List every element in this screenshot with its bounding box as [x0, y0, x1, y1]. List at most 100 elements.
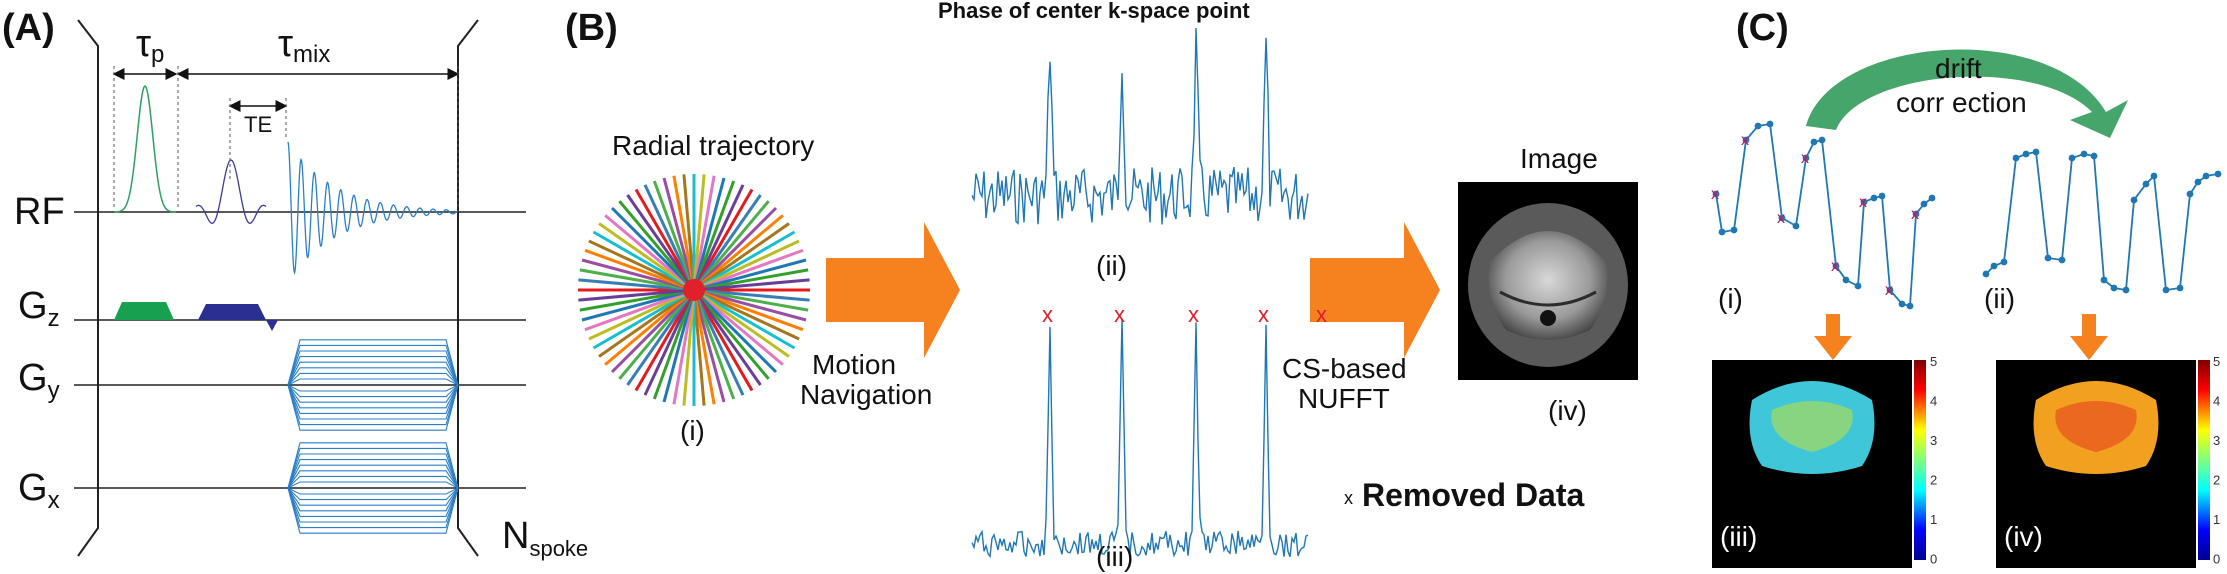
map-iii-cortex: [1771, 401, 1853, 452]
colorbar-iii-ticks: 5 4 3 2 1 0: [1930, 354, 1937, 567]
gx-label: Gx: [18, 467, 60, 514]
drift-removed-marker: x: [1777, 210, 1785, 227]
phase-title: Phase of center k-space point: [938, 0, 1250, 23]
right-bracket: [457, 19, 479, 557]
drift-points-after: [1982, 148, 2222, 294]
legend-marker: x: [1344, 488, 1353, 508]
drift-point: [1792, 222, 1800, 230]
drift-point: [1778, 214, 1786, 222]
te-label: TE: [244, 112, 272, 137]
drift-point: [2162, 286, 2170, 294]
drift-removed-marker: x: [1911, 206, 1919, 223]
removed-marker: x: [1114, 302, 1125, 327]
panel-a-label: (A): [2, 7, 55, 49]
drift-removed-marker: x: [1859, 194, 1867, 211]
drift-point: [2150, 172, 2158, 180]
colorbar-tick: 3: [2213, 433, 2220, 448]
drift-removed-marker: x: [1885, 282, 1893, 299]
colorbar-iii: [1914, 360, 1926, 560]
map-iv-cortex: [2055, 401, 2137, 452]
removed-marker: x: [1316, 302, 1327, 327]
colorbar-tick: 3: [1930, 433, 1937, 448]
drift-point: [1886, 286, 1894, 294]
removed-marker: x: [1042, 302, 1053, 327]
timing-guides: [113, 66, 459, 210]
fid-signal: [287, 141, 459, 276]
drift-points-before: [1712, 120, 1936, 310]
phase-trace-filtered: [971, 317, 1309, 559]
mri-brain: [1488, 231, 1608, 340]
image-label: Image: [1520, 143, 1598, 174]
drift-point: [1810, 138, 1818, 146]
mri-fold: [1499, 290, 1597, 307]
drift-point: [1712, 190, 1720, 198]
arrow2-line2: NUFFT: [1298, 383, 1390, 414]
trace-ii-label: (ii): [1096, 250, 1127, 281]
drift-trace-before: [1715, 122, 1933, 308]
tau-p-label: τp: [136, 23, 164, 68]
gx-gradient-table: [287, 442, 460, 534]
drift-point: [2202, 172, 2210, 180]
drift-line1: drift: [1935, 53, 1982, 84]
colorbar-tick: 2: [1930, 473, 1937, 488]
drift-point: [2044, 254, 2052, 262]
drift-point: [2068, 154, 2076, 162]
k-space-center: [683, 279, 705, 301]
colorbar-tick: 0: [1930, 552, 1937, 567]
trace-iii-label: (iii): [1096, 541, 1133, 572]
drift-point: [2090, 152, 2098, 160]
removed-marker: x: [1258, 302, 1269, 327]
drift-point: [2012, 154, 2020, 162]
drift-point: [2022, 150, 2030, 158]
drift-point: [2214, 170, 2222, 178]
gz-slice-gradient: [114, 302, 174, 320]
drift-point: [1832, 262, 1840, 270]
mri-ventricle: [1540, 310, 1556, 326]
drift-point: [1912, 210, 1920, 218]
arrow2-line1: CS-based: [1282, 353, 1407, 384]
refocus-pulse: [195, 159, 267, 224]
colorbar-tick: 1: [2213, 512, 2220, 527]
drift-point: [1730, 226, 1738, 234]
drift-ii-label: (ii): [1984, 283, 2015, 314]
arrow1-line2: Navigation: [800, 379, 932, 410]
colorbar-tick: 1: [1930, 512, 1937, 527]
arrow-ii-to-iv: [2070, 314, 2108, 360]
colorbar-tick: 4: [2213, 394, 2220, 409]
gy-label: Gy: [18, 357, 60, 404]
map-iii-label: (iii): [1720, 521, 1757, 552]
arrow1-line1: Motion: [812, 349, 896, 380]
gy-gradient-table: [287, 339, 460, 431]
drift-point: [2194, 178, 2202, 186]
drift-point: [2080, 150, 2088, 158]
gradient-lobe: [287, 442, 459, 534]
drift-point: [1870, 194, 1878, 202]
colorbar-tick: 5: [1930, 354, 1937, 369]
panel-a: (A) τp τmix TE RF Gz Gy Gx Nspoke: [2, 7, 588, 561]
phase-trace-raw: [971, 27, 1309, 225]
drift-point: [2122, 286, 2130, 294]
gz-refocus-gradient: [198, 304, 266, 320]
colorbar-tick: 4: [1930, 394, 1937, 409]
colorbar-tick: 0: [2213, 552, 2220, 567]
drift-removed-marker: x: [1741, 132, 1749, 149]
drift-point: [2142, 180, 2150, 188]
drift-point: [2100, 276, 2108, 284]
drift-point: [2186, 190, 2194, 198]
colorbar-tick: 5: [2213, 354, 2220, 369]
drift-i-label: (i): [1718, 283, 1743, 314]
drift-correction-arc: [1806, 49, 2128, 138]
drift-point: [2058, 256, 2066, 264]
left-bracket: [77, 19, 99, 557]
rf-label: RF: [14, 191, 65, 233]
drift-point: [1842, 276, 1850, 284]
drift-removed-marker: x: [1801, 150, 1809, 167]
gradient-lobe: [287, 339, 459, 431]
drift-point: [1878, 192, 1886, 200]
image-iv-label: (iv): [1548, 395, 1587, 426]
map-iv-label: (iv): [2004, 521, 2043, 552]
